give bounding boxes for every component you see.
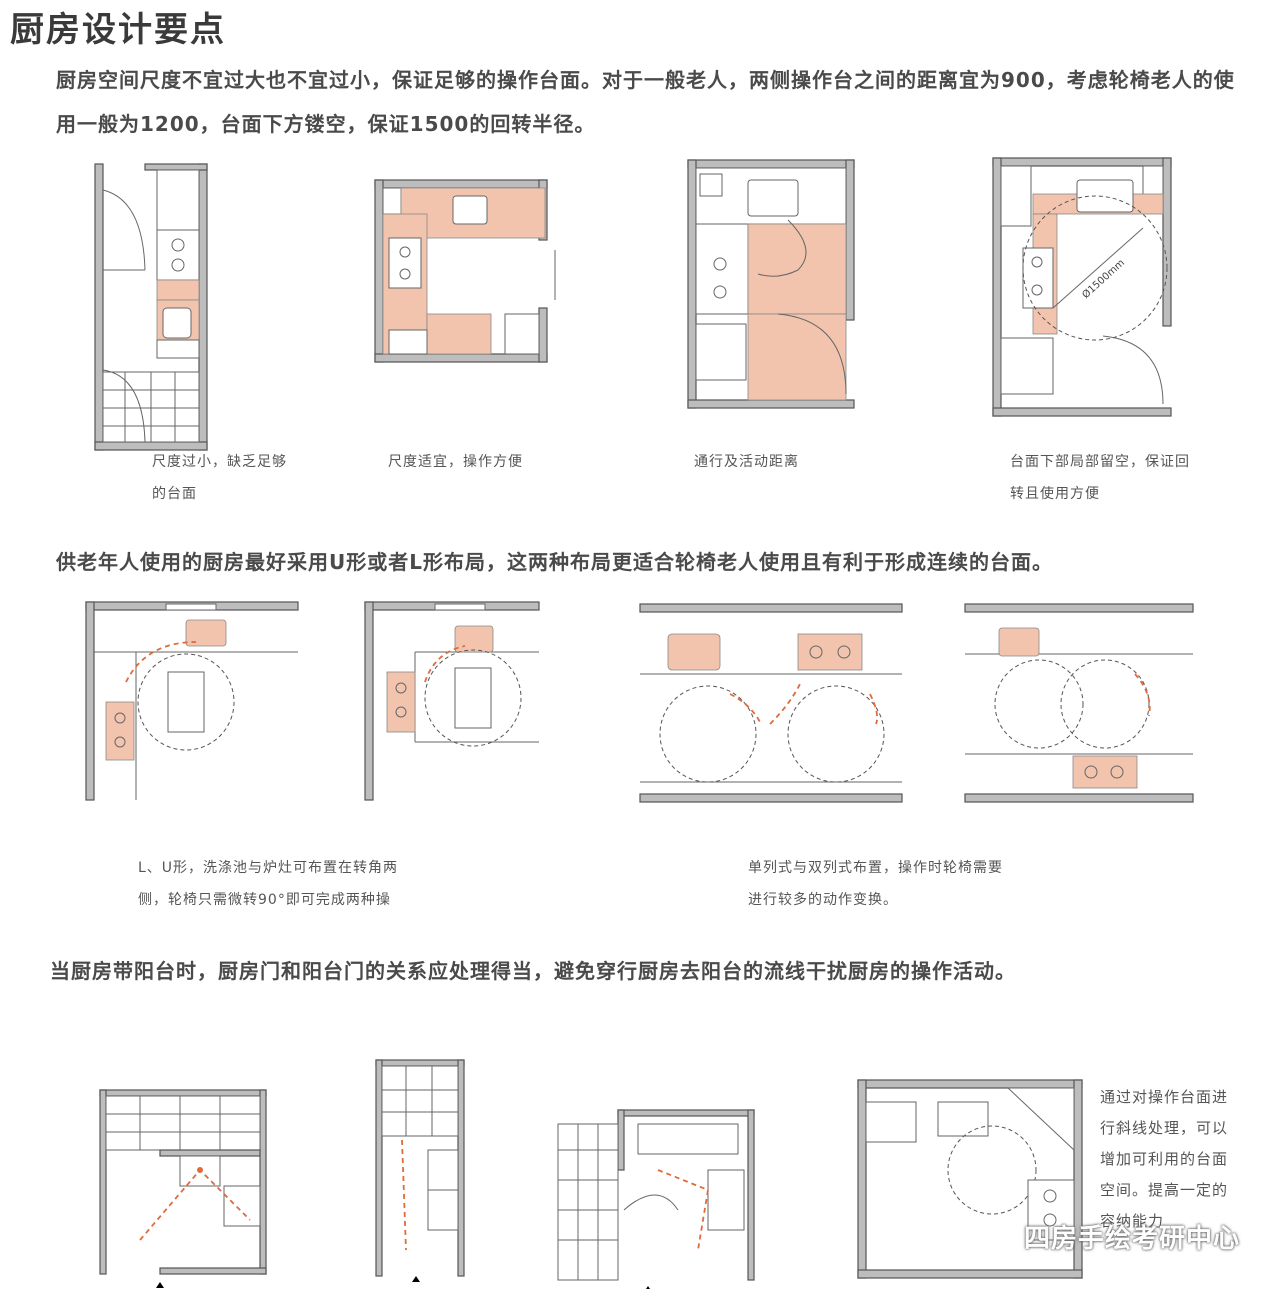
- caption-l-u: L、U形，洗涤池与炉灶可布置在转角两侧，轮椅只需微转90°即可完成两种操: [138, 860, 399, 908]
- plan-too-small: [94, 163, 208, 451]
- caption-single-double: 单列式与双列式布置，操作时轮椅需要进行较多的动作变换。: [748, 860, 1003, 908]
- watermark: 四房手绘考研中心: [1023, 1224, 1240, 1254]
- diagonal-counter-note: 通过对操作台面进 行斜线处理，可以 增加可利用的台面 空间。提高一定的 容纳能力: [1100, 1088, 1229, 1230]
- caption-too-small: 尺度过小，缺乏足够的台面: [152, 454, 287, 502]
- plan-u-shape: [364, 601, 540, 801]
- plan-balcony-1: [99, 1089, 267, 1288]
- plan-appropriate: [374, 179, 556, 363]
- caption-circulation: 通行及活动距离: [694, 454, 799, 470]
- plan-single-double: [639, 603, 903, 803]
- caption-turning: 台面下部局部留空，保证回转且使用方便: [1010, 454, 1190, 502]
- plan-diagonal-counter: [857, 1079, 1083, 1279]
- plan-circulation: [687, 159, 855, 409]
- intro-paragraph: 厨房空间尺度不宜过大也不宜过小，保证足够的操作台面。对于一般老人，两侧操作台之间…: [56, 68, 1235, 136]
- plan-double-row: [964, 603, 1194, 803]
- caption-appropriate: 尺度适宜，操作方便: [388, 454, 523, 470]
- plan-l-shape: [85, 601, 299, 801]
- plan-turning: Ø1500mm: [992, 157, 1172, 417]
- section2-heading: 供老年人使用的厨房最好采用U形或者L形布局，这两种布局更适合轮椅老人使用且有利于…: [56, 550, 1053, 574]
- plan-balcony-3: [557, 1109, 755, 1289]
- plan-balcony-2: [375, 1059, 465, 1282]
- section3-heading: 当厨房带阳台时，厨房门和阳台门的关系应处理得当，避免穿行厨房去阳台的流线干扰厨房…: [50, 959, 1016, 983]
- page-title: 厨房设计要点: [10, 10, 226, 50]
